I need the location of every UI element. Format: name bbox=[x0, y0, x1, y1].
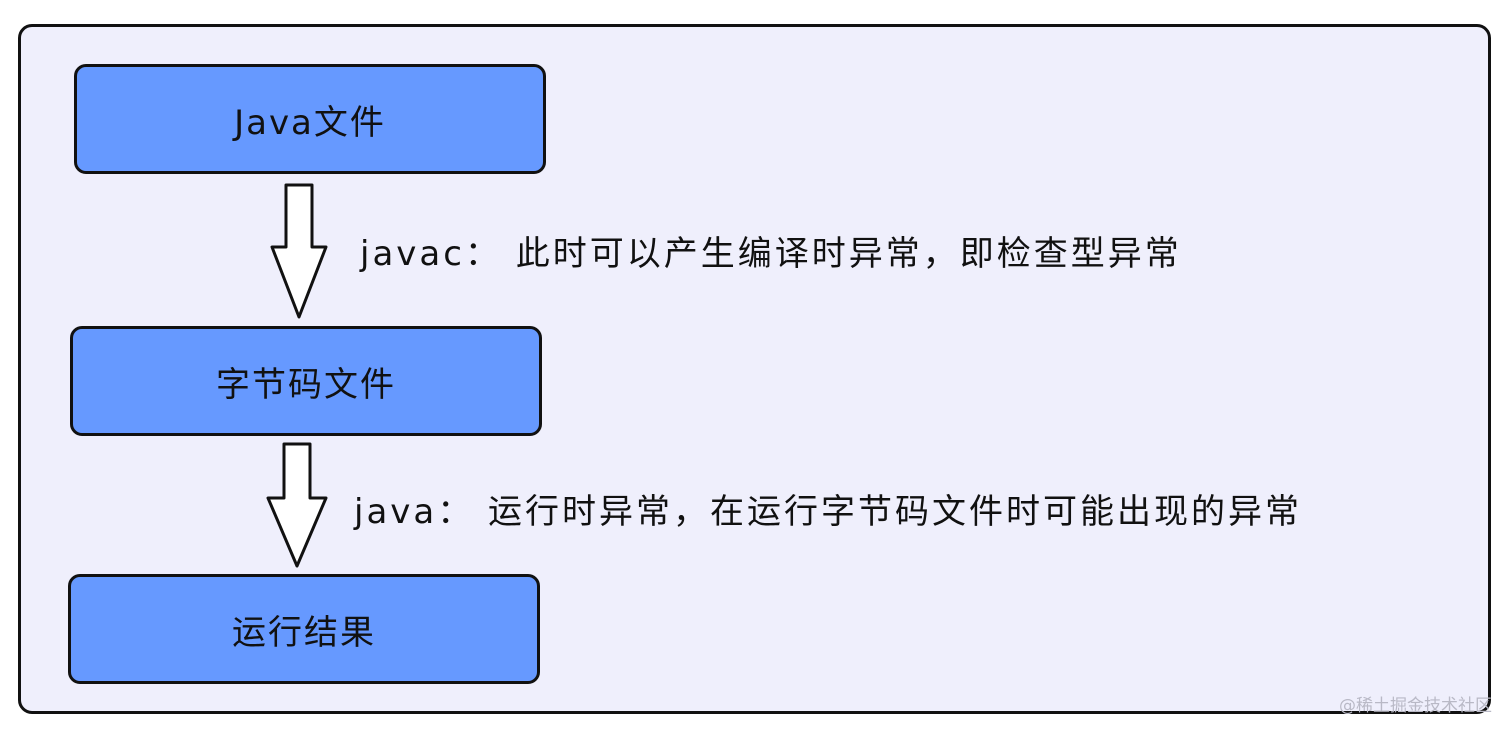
arrow-javac-icon bbox=[270, 183, 328, 319]
edge-label-java: java： 运行时异常，在运行字节码文件时可能出现的异常 bbox=[354, 492, 1303, 532]
node-run-result-label: 运行结果 bbox=[232, 612, 376, 653]
node-run-result: 运行结果 bbox=[68, 574, 540, 684]
edge-label-javac: javac： 此时可以产生编译时异常，即检查型异常 bbox=[360, 234, 1182, 274]
node-java-file: Java文件 bbox=[74, 64, 546, 174]
watermark: @稀土掘金技术社区 bbox=[1339, 696, 1492, 716]
node-java-file-label: Java文件 bbox=[234, 102, 386, 143]
node-bytecode-file: 字节码文件 bbox=[70, 326, 542, 436]
node-bytecode-file-label: 字节码文件 bbox=[216, 364, 396, 405]
arrow-java-icon bbox=[266, 442, 328, 568]
